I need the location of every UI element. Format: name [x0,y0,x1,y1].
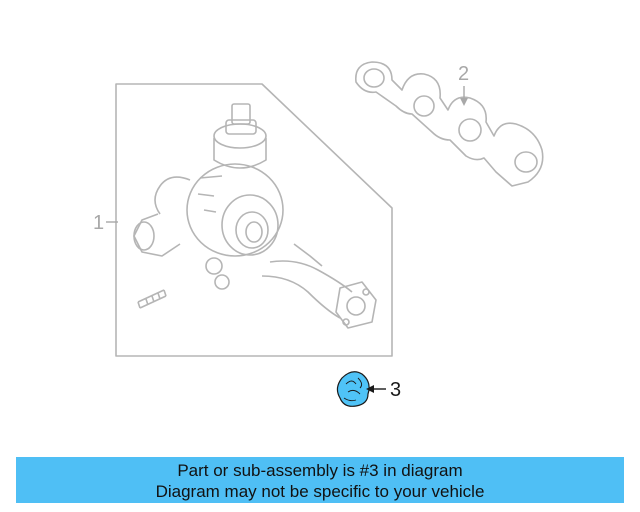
callout-1: 1 [93,212,118,234]
callout-3-label: 3 [390,379,401,401]
part-caption-banner: Part or sub-assembly is #3 in diagram Di… [16,457,624,503]
turbocharger-panel-outline [115,83,393,357]
turbocharger-assembly[interactable] [115,83,393,357]
parts-diagram: 1 2 3 [93,61,544,407]
callout-2-label: 2 [458,63,469,85]
manifold-gasket[interactable] [355,61,544,187]
caption-line-part: Part or sub-assembly is #3 in diagram [177,461,463,480]
callout-2: 2 [458,63,469,106]
highlighted-part-3[interactable] [336,371,370,407]
caption-line-disclaimer: Diagram may not be specific to your vehi… [155,482,485,501]
callout-1-label: 1 [93,212,104,234]
callout-3: 3 [366,379,401,401]
